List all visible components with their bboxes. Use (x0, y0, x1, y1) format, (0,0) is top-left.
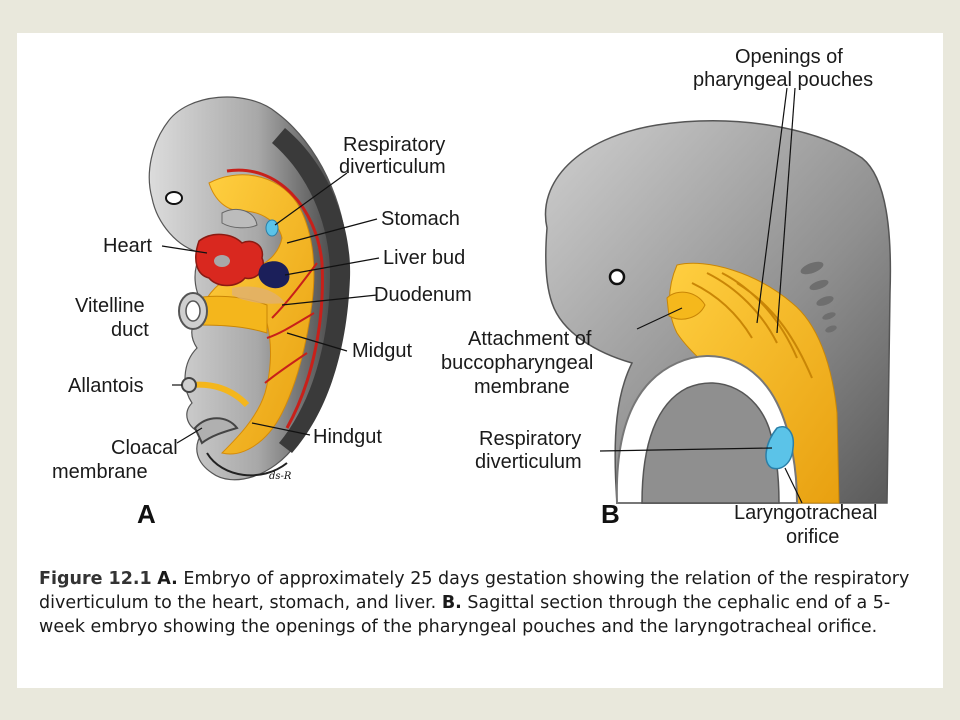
label-respiratory-b-line1: Respiratory (479, 428, 581, 450)
artist-signature: ds-R (269, 471, 292, 482)
vitelline-duct (194, 295, 268, 334)
panel-a-drawing (148, 96, 351, 481)
caption-part-a-letter: A. (157, 569, 178, 589)
label-attachment-line1: Attachment of (468, 328, 592, 350)
dorsal-ectoderm (272, 128, 351, 453)
figure-illustration: Respiratory diverticulum Stomach Heart L… (52, 46, 892, 548)
label-duodenum: Duodenum (374, 284, 472, 306)
panel-b-labels: Openings of pharyngeal pouches Attachmen… (441, 46, 877, 548)
label-cloacal-line1: Cloacal (111, 437, 178, 459)
embryo-eye-b (608, 268, 626, 286)
caption-part-b-letter: B. (441, 593, 462, 613)
label-vitelline-line1: Vitelline (75, 295, 145, 317)
buccopharyngeal-region (666, 291, 706, 320)
label-attachment-line3: membrane (474, 376, 570, 398)
label-respiratory-b-line2: diverticulum (475, 451, 582, 473)
liver-bud-shape (258, 261, 290, 289)
label-openings-line2: pharyngeal pouches (693, 69, 873, 91)
label-cloacal-line2: membrane (52, 461, 148, 483)
respiratory-diverticulum-a (265, 219, 279, 237)
cloacal-membrane-shape (193, 417, 239, 445)
label-laryngotracheal-line1: Laryngotracheal (734, 502, 877, 524)
pharyngeal-grooves (800, 261, 837, 333)
pharyngeal-ridges (691, 272, 813, 379)
label-heart: Heart (103, 235, 152, 257)
caption-part-b-text: Sagittal section through the cephalic en… (39, 593, 891, 637)
label-vitelline-line2: duct (111, 319, 149, 341)
panel-letter-a: A (137, 499, 156, 529)
dorsal-aorta (226, 168, 324, 429)
caption-figure-number: Figure 12.1 (39, 569, 152, 589)
allantois-tube (191, 381, 250, 408)
label-hindgut: Hindgut (313, 426, 382, 448)
heart-inner (214, 255, 230, 267)
respiratory-diverticulum-b (765, 426, 795, 470)
pericardial-cavity (221, 209, 258, 229)
label-respiratory-line1: Respiratory (343, 134, 445, 156)
panel-letter-b: B (601, 499, 620, 529)
panel-b-drawing (544, 120, 892, 504)
panel-a-leader-lines (161, 172, 380, 444)
label-openings-line1: Openings of (735, 46, 843, 68)
allantois-opening (181, 377, 197, 393)
caption-part-a-text: Embryo of approximately 25 days gestatio… (39, 569, 910, 613)
slide: Respiratory diverticulum Stomach Heart L… (17, 33, 943, 688)
figure-caption: Figure 12.1 A. Embryo of approximately 2… (39, 567, 929, 639)
septum-transversum (232, 286, 285, 304)
label-stomach: Stomach (381, 208, 460, 230)
label-midgut: Midgut (352, 340, 412, 362)
label-diverticulum-line2: diverticulum (339, 156, 446, 178)
label-attachment-line2: buccopharyngeal (441, 352, 593, 374)
vitelline-duct-lumen (185, 300, 201, 322)
vitelline-vessels (264, 262, 318, 384)
label-laryngotracheal-line2: orifice (786, 526, 839, 548)
panel-b-leader-lines (599, 87, 803, 504)
panel-a-labels: Respiratory diverticulum Stomach Heart L… (52, 134, 472, 529)
lower-body-outline (206, 452, 288, 477)
label-liver-bud: Liver bud (383, 247, 465, 269)
embryo-eye (165, 191, 183, 205)
label-allantois: Allantois (68, 375, 144, 397)
